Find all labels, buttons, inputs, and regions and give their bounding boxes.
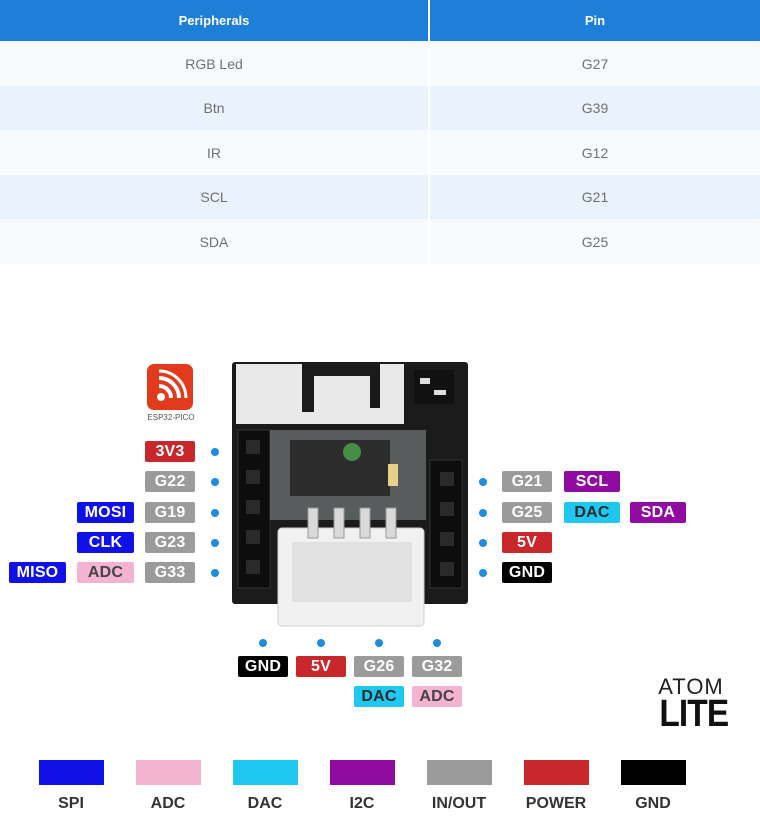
func-tag-scl: SCL: [564, 471, 620, 492]
pin-cell: G12: [429, 130, 760, 175]
pin-dot: [211, 509, 219, 517]
table-header-row: Peripherals Pin: [0, 0, 760, 41]
pin-tag-g32: G32: [412, 656, 462, 677]
pin-cell: G39: [429, 86, 760, 130]
legend-label-adc: ADC: [150, 795, 186, 812]
func-tag-dac: DAC: [564, 502, 620, 523]
peripheral-pin-table: Peripherals Pin RGB Led G27 Btn G39 IR G…: [0, 0, 760, 264]
peripheral-cell: SDA: [0, 219, 430, 264]
pin-dot: [479, 539, 487, 547]
legend-label-inout: IN/OUT: [431, 795, 487, 812]
pin-tag-g23: G23: [145, 532, 195, 553]
func-tag-dac-bottom: DAC: [354, 686, 404, 707]
pin-tag-5v: 5V: [502, 532, 552, 553]
pin-tag-5v-bottom: 5V: [296, 656, 346, 677]
pin-cell: G21: [429, 175, 760, 219]
chip-caption: ESP32-PICO: [147, 413, 195, 422]
pin-tag-g22: G22: [145, 471, 195, 492]
pin-dot: [375, 639, 383, 647]
pin-tag-g25: G25: [502, 502, 552, 523]
pin-tag-g19: G19: [145, 502, 195, 523]
peripheral-cell: SCL: [0, 175, 430, 219]
pin-dot: [433, 639, 441, 647]
pin-dot: [211, 569, 219, 577]
brand-line-lite: LITE: [659, 693, 729, 735]
pin-dot: [211, 539, 219, 547]
peripheral-cell: RGB Led: [0, 41, 430, 86]
pin-tag-3v3: 3V3: [145, 441, 195, 462]
legend-swatch-adc: [136, 760, 201, 785]
pin-dot: [317, 639, 325, 647]
pin-dot: [479, 478, 487, 486]
func-tag-adc-bottom: ADC: [412, 686, 462, 707]
esp32-logo-icon: [147, 364, 193, 410]
pin-tag-g33: G33: [145, 562, 195, 583]
legend-swatch-spi: [39, 760, 104, 785]
func-tag-miso: MISO: [9, 562, 66, 583]
pin-dot: [479, 509, 487, 517]
table-row: SDA G25: [0, 219, 760, 264]
legend-swatch-power: [524, 760, 589, 785]
legend-label-i2c: I2C: [349, 795, 375, 812]
pin-tag-g26: G26: [354, 656, 404, 677]
legend-label-gnd: GND: [635, 795, 671, 812]
legend-swatch-gnd: [621, 760, 686, 785]
func-tag-adc: ADC: [77, 562, 134, 583]
func-tag-mosi: MOSI: [77, 502, 134, 523]
table-row: IR G12: [0, 130, 760, 175]
legend-label-dac: DAC: [247, 795, 283, 812]
legend-swatch-inout: [427, 760, 492, 785]
table-row: SCL G21: [0, 175, 760, 219]
pin-tag-gnd-bottom: GND: [238, 656, 288, 677]
pin-cell: G27: [429, 41, 760, 86]
legend-swatch-i2c: [330, 760, 395, 785]
table-row: RGB Led G27: [0, 41, 760, 86]
column-header-pin: Pin: [429, 0, 760, 41]
legend-label-spi: SPI: [58, 795, 84, 812]
pin-cell: G25: [429, 219, 760, 264]
atom-lite-board-image: [232, 362, 468, 627]
brand-line-atom: ATOM: [658, 674, 724, 699]
func-tag-clk: CLK: [77, 532, 134, 553]
pin-tag-gnd: GND: [502, 562, 552, 583]
legend-swatch-dac: [233, 760, 298, 785]
pin-dot: [211, 448, 219, 456]
pin-dot: [211, 478, 219, 486]
legend-label-power: POWER: [525, 795, 587, 812]
column-header-peripherals: Peripherals: [0, 0, 430, 41]
table-row: Btn G39: [0, 86, 760, 130]
peripheral-cell: Btn: [0, 86, 430, 130]
pin-dot: [479, 569, 487, 577]
pin-dot: [259, 639, 267, 647]
func-tag-sda: SDA: [630, 502, 686, 523]
peripheral-cell: IR: [0, 130, 430, 175]
pin-tag-g21: G21: [502, 471, 552, 492]
